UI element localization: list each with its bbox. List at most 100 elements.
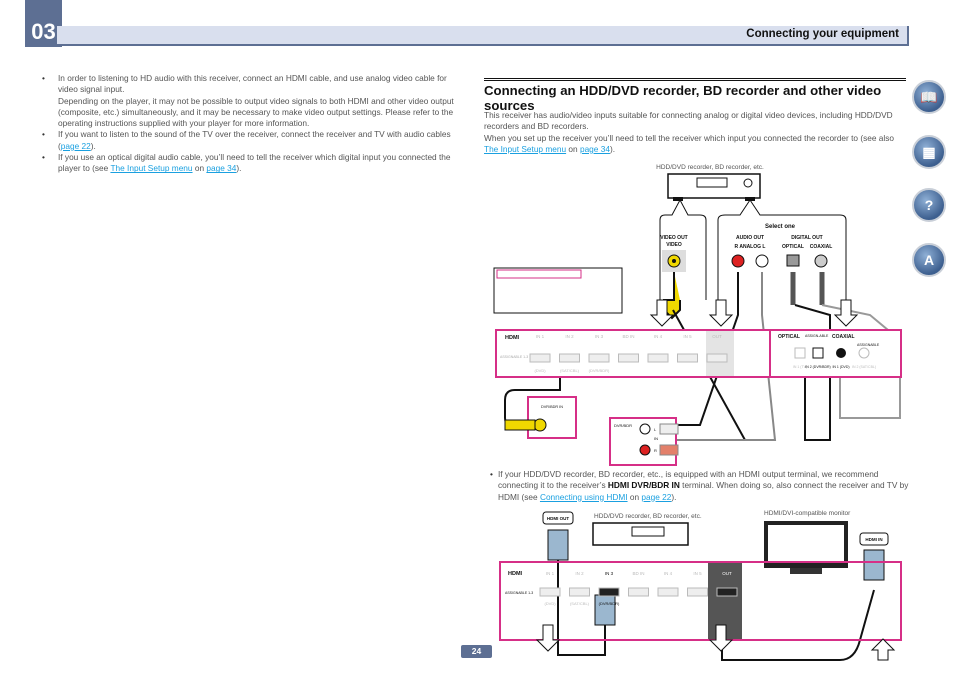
- remote-receiver-icon[interactable]: ▦: [912, 135, 946, 169]
- hdmi-port: [588, 353, 610, 363]
- note-text: on: [627, 491, 642, 502]
- hdmi-port-label: IN 4: [664, 571, 673, 576]
- hdmi-port-sub-label: (SAT/CBL): [560, 368, 580, 373]
- troubleshooting-icon[interactable]: ?: [912, 188, 946, 222]
- note-item: If your HDD/DVD recorder, BD recorder, e…: [484, 469, 909, 503]
- note-text: If you use an optical digital audio cabl…: [58, 152, 451, 174]
- arrow-down-icon: [833, 299, 859, 327]
- intro-text: This receiver has audio/video inputs sui…: [484, 110, 893, 132]
- digital-input-label: IN 2 (DVR/BDR): [805, 365, 830, 369]
- optical-panel-label: OPTICAL: [778, 334, 800, 340]
- arrow-down-icon: [708, 624, 734, 652]
- section-heading: Connecting an HDD/DVD recorder, BD recor…: [484, 78, 906, 113]
- hdmi-port: [657, 587, 679, 597]
- note-text: terminal. When doing so, also connect th…: [498, 480, 909, 502]
- hdmi-label: HDMI: [505, 335, 520, 341]
- hdmi-port-label: IN 2: [575, 571, 584, 576]
- note-text: on: [192, 163, 207, 174]
- video-callout: [659, 198, 707, 300]
- hdmi-port: [539, 587, 561, 597]
- monitor-device: [764, 521, 848, 574]
- hdmi-dvr-terminal: HDMI DVR/BDR IN: [607, 480, 680, 491]
- monitor-label: HDMI/DVI-compatible monitor: [764, 510, 851, 517]
- note-item: In order to listening to HD audio with t…: [36, 73, 461, 129]
- page-link[interactable]: page 22: [60, 140, 91, 151]
- page-link[interactable]: page 22: [641, 491, 672, 502]
- note-item: If you use an optical digital audio cabl…: [36, 152, 461, 175]
- hdmi-port-sub-label: (SAT/CBL): [570, 601, 590, 606]
- dvr-audio-label: DVR/BDR: [614, 423, 632, 428]
- intro-text: on: [566, 143, 580, 154]
- hdmi-port-sub-label: (DVD): [544, 601, 556, 606]
- chapter-number: 03: [25, 0, 62, 47]
- intro-text-2: When you set up the receiver you’ll need…: [484, 133, 909, 156]
- recorder-device: [667, 173, 761, 201]
- page-link[interactable]: page 34: [579, 143, 610, 154]
- video-input-panel: [527, 396, 577, 439]
- receiver-rear-thumbnail: [493, 267, 623, 314]
- recorder-device: [592, 522, 689, 546]
- hdmi-port: [706, 353, 728, 363]
- hdmi-port-label: IN 4: [654, 334, 663, 339]
- note-text: Depending on the player, it may not be p…: [58, 95, 454, 129]
- digital-input-label: IN 2 (SAT/CBL): [852, 365, 876, 369]
- glossary-icon[interactable]: A: [912, 243, 946, 277]
- arrow-up-icon: [870, 638, 896, 661]
- note-text: In order to listening to HD audio with t…: [58, 73, 447, 95]
- video-plug: [504, 419, 536, 431]
- dvr-audio-l-jack: [639, 423, 651, 435]
- hdmi-port-label: OUT: [712, 334, 722, 339]
- hdmi-port: [628, 587, 649, 597]
- page-number: 24: [461, 645, 492, 658]
- hdmi-in-badge: [859, 532, 889, 546]
- note-text: If your HDD/DVD recorder, BD recorder, e…: [498, 469, 879, 491]
- hdmi-in-label: HDMI IN: [865, 537, 882, 542]
- hdmi-port: [687, 587, 708, 597]
- video-label: VIDEO: [666, 242, 682, 248]
- hdmi-port-label: IN 5: [693, 571, 702, 576]
- assignable-label: ASSIGNABLE: [857, 343, 880, 347]
- arrow-down-icon: [535, 624, 561, 652]
- section-intro: This receiver has audio/video inputs sui…: [484, 110, 909, 155]
- device-label: HDD/DVD recorder, BD recorder, etc.: [594, 513, 702, 520]
- optical-label: OPTICAL: [782, 244, 804, 250]
- note-text: ).: [236, 163, 242, 174]
- device-label: HDD/DVD recorder, BD recorder, etc.: [656, 164, 764, 171]
- coaxial-label: COAXIAL: [810, 244, 833, 250]
- hdmi-port: [559, 353, 580, 363]
- intro-text: ).: [609, 143, 616, 154]
- hdmi-port: [647, 353, 669, 363]
- hdmi-port: [569, 587, 590, 597]
- arrow-down-icon: [649, 299, 675, 327]
- receiver-rear-panel: HDMI ASSIGNABLE 1-3 IN 1(DVD)IN 2(SAT/CB…: [499, 561, 902, 641]
- hdmi-note: If your HDD/DVD recorder, BD recorder, e…: [484, 469, 909, 503]
- hdmi-port: [677, 353, 698, 363]
- hdmi-port-label: IN 1: [546, 571, 555, 576]
- input-setup-link[interactable]: The Input Setup menu: [484, 143, 567, 154]
- input-setup-link[interactable]: The Input Setup menu: [110, 163, 193, 174]
- section-title: Connecting your equipment: [746, 28, 899, 40]
- optical-jack: [786, 254, 800, 267]
- hdmi-out-badge: [542, 511, 574, 525]
- dvr-video-in-label: DVR/BDR IN: [541, 405, 563, 409]
- hdmi-port-sub-label: (DVR/BDR): [589, 368, 610, 373]
- coaxial-jack: [814, 254, 828, 268]
- hdmi-port-label: IN 3: [605, 571, 614, 576]
- select-one-label: Select one: [765, 224, 796, 230]
- arrow-down-icon: [708, 299, 734, 327]
- hdmi-port: [598, 587, 620, 597]
- page-link[interactable]: page 34: [206, 163, 237, 174]
- hdmi-port-sub-label: (DVD): [534, 368, 546, 373]
- connecting-hdmi-link[interactable]: Connecting using HDMI: [539, 491, 628, 502]
- audio-l-jack: [755, 254, 769, 268]
- hdmi-port-label: IN 1: [536, 334, 545, 339]
- video-out-label: VIDEO OUT: [660, 235, 688, 241]
- note-text: If you want to listen to the sound of th…: [58, 129, 451, 151]
- note-text: ).: [90, 140, 96, 151]
- hdmi-port: [618, 353, 639, 363]
- l-label: L: [654, 427, 657, 432]
- manual-icon[interactable]: 📖: [912, 80, 946, 114]
- in-label: IN: [654, 436, 658, 441]
